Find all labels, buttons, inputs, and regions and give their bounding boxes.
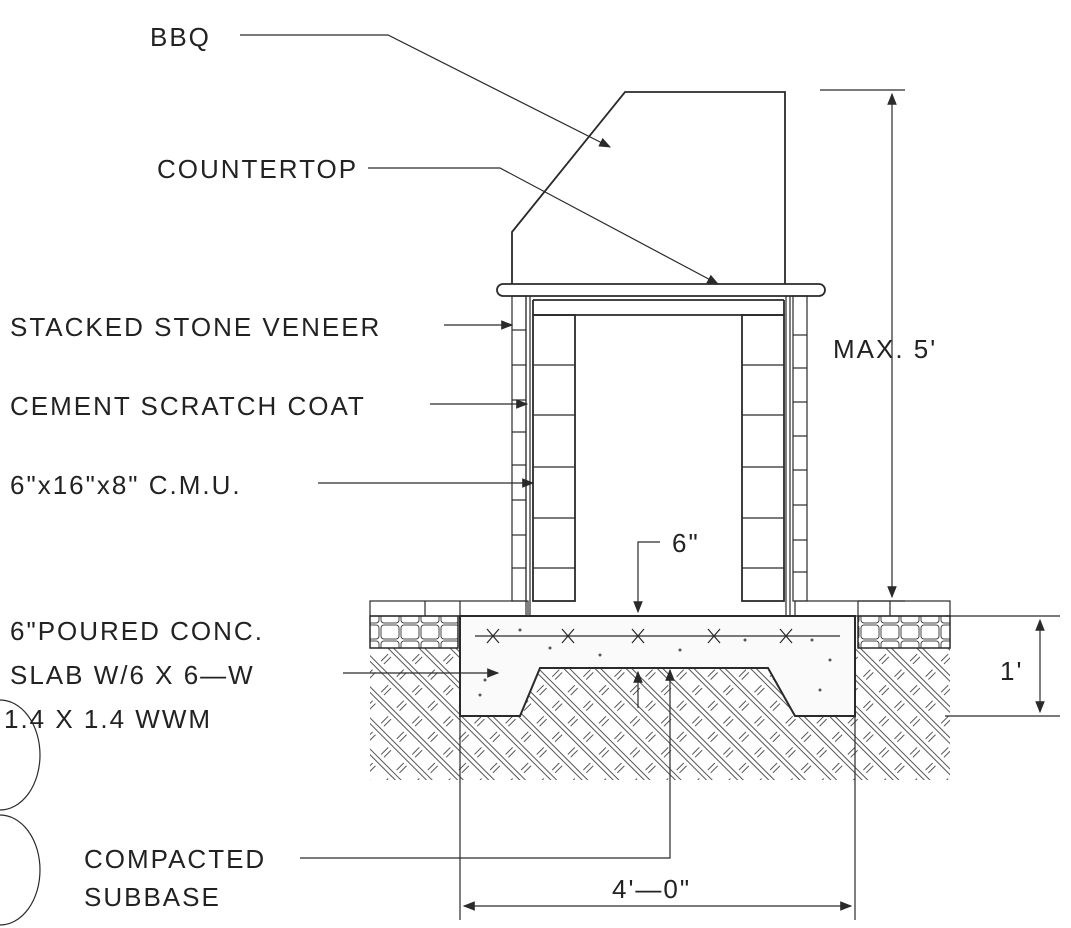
dimension-max-height-label: MAX. 5'	[833, 334, 937, 364]
label-slab-line2: SLAB W/6 X 6—W	[10, 660, 255, 690]
dimension-base-width	[459, 716, 856, 920]
cmu-wall-left	[532, 314, 576, 602]
dimension-slab-thickness-label: 6"	[672, 528, 700, 558]
label-cmu: 6"x16"x8" C.M.U.	[10, 470, 242, 500]
scratch-coat	[525, 296, 791, 616]
dimension-slab-thickness	[633, 541, 660, 708]
dimension-base-width-label: 4'—0"	[612, 874, 691, 904]
label-slab-line1: 6"POURED CONC.	[10, 616, 264, 646]
bbq-grill	[511, 91, 786, 284]
detail-callout-arcs	[0, 699, 41, 926]
label-stacked-stone-veneer: STACKED STONE VENEER	[10, 312, 381, 342]
leader-countertop	[368, 167, 720, 285]
dimension-footing-depth	[945, 615, 1060, 717]
stone-veneer-right	[792, 295, 808, 602]
label-subbase-line1: COMPACTED	[84, 844, 266, 874]
label-cement-scratch-coat: CEMENT SCRATCH COAT	[10, 391, 366, 421]
dimension-max-height	[820, 89, 905, 602]
paving-surface	[369, 600, 951, 617]
gravel-bed-right	[857, 615, 951, 649]
cmu-wall-right	[741, 314, 785, 602]
cmu-bond-beam	[532, 299, 785, 316]
label-subbase-line2: SUBBASE	[84, 882, 221, 912]
countertop	[496, 283, 826, 297]
gravel-bed-left	[369, 615, 459, 649]
concrete-slab	[459, 615, 856, 717]
label-countertop: COUNTERTOP	[157, 154, 358, 184]
stone-veneer-left	[511, 295, 527, 602]
compacted-soil	[370, 648, 950, 780]
leader-bbq	[240, 34, 612, 148]
label-bbq: BBQ	[150, 22, 211, 52]
dimension-footing-depth-label: 1'	[1000, 656, 1023, 686]
label-slab-line3: 1.4 X 1.4 WWM	[4, 704, 212, 734]
leader-subbase	[300, 668, 675, 859]
